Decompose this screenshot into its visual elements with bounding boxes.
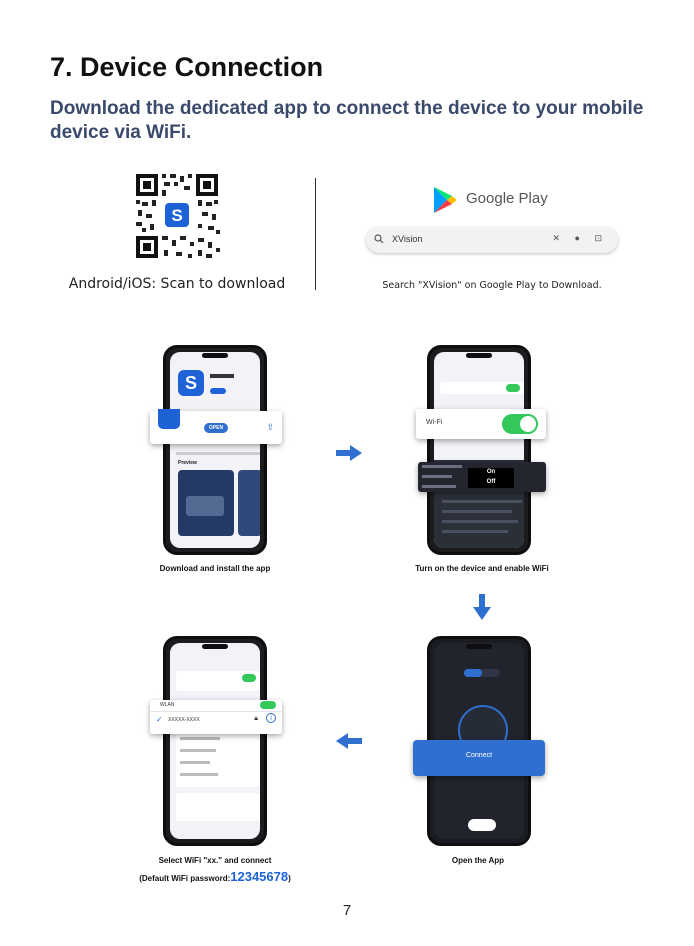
password-line: (Default WiFi password:12345678) <box>120 869 310 884</box>
step-label-select-wifi: Select WiFi "xx." and connect (Default W… <box>120 856 310 884</box>
wifi-label: Wi-Fi <box>426 419 443 426</box>
app-icon: S <box>178 370 204 396</box>
svg-text:S: S <box>171 206 182 225</box>
page-number: 7 <box>342 902 352 919</box>
app-icon-letter: S <box>184 373 197 393</box>
phone-screen <box>434 352 524 548</box>
wifi-select-popup: WLAN ✓ XXXXX-XXXX 🔒︎ i <box>150 700 282 734</box>
open-button[interactable]: OPEN <box>204 423 228 433</box>
capture-button[interactable] <box>468 819 496 831</box>
qr-code: S <box>132 170 222 262</box>
settings-group <box>176 793 260 821</box>
phone-wifi-list <box>163 636 267 846</box>
network-list <box>176 731 260 787</box>
arrow-down-icon <box>473 594 491 620</box>
menu-off-option[interactable]: Off <box>486 479 496 485</box>
preview-screenshot <box>178 470 234 536</box>
wlan-toggle[interactable] <box>506 384 520 392</box>
checkmark-icon: ✓ <box>156 715 163 724</box>
phone-notch <box>202 644 228 649</box>
on-off-selector[interactable]: On Off <box>468 468 514 488</box>
preview-label: Preview <box>178 460 197 466</box>
wlan-title: WLAN <box>160 702 175 708</box>
store-search-input[interactable]: XVision ✕ ● ⊡ <box>366 227 618 253</box>
phone-app-store: S Preview <box>163 345 267 555</box>
qr-code-icon: S <box>132 170 222 262</box>
arrow-right-icon <box>336 445 362 461</box>
divider-line <box>176 452 260 455</box>
wlan-row <box>440 382 524 394</box>
app-open-popup: OPEN ⇧ <box>150 409 282 444</box>
search-query: XVision <box>392 234 423 244</box>
select-wifi-line: Select WiFi "xx." and connect <box>158 856 272 865</box>
app-icon <box>158 409 180 429</box>
mode-tabs[interactable] <box>464 669 500 677</box>
default-password: 12345678 <box>230 869 289 884</box>
phone-screen: S Preview <box>170 352 260 548</box>
wifi-toggle[interactable] <box>502 414 538 434</box>
lock-icon: 🔒︎ <box>254 715 258 722</box>
app-name-line <box>210 374 234 378</box>
menu-on-option[interactable]: On <box>486 469 496 475</box>
column-divider <box>315 178 316 290</box>
store-caption: Search "XVision" on Google Play to Downl… <box>382 280 602 291</box>
phone-device-settings <box>427 345 531 555</box>
share-icon[interactable]: ⇧ <box>266 422 274 432</box>
password-suffix: ) <box>288 874 291 883</box>
search-actions-icon[interactable]: ✕ ● ⊡ <box>552 233 608 243</box>
wlan-row <box>176 671 260 691</box>
page-subtitle: Download the dedicated app to connect th… <box>50 98 644 143</box>
arrow-left-icon <box>336 733 362 749</box>
google-play-icon <box>434 187 457 213</box>
step-label-open-app: Open the App <box>451 856 505 865</box>
store-name: Google Play <box>466 190 548 207</box>
wifi-toggle-popup: Wi-Fi <box>416 409 546 439</box>
step-label-enable-wifi: Turn on the device and enable WiFi <box>415 564 549 573</box>
connect-button[interactable]: Connect <box>465 752 493 759</box>
wlan-toggle[interactable] <box>260 701 276 709</box>
qr-caption: Android/iOS: Scan to download <box>68 276 286 292</box>
device-wifi-menu: On Off <box>418 462 546 492</box>
connect-popup: Connect <box>413 740 545 776</box>
phone-notch <box>466 644 492 649</box>
password-prefix: (Default WiFi password: <box>139 874 231 883</box>
phone-notch <box>466 353 492 358</box>
page-title: 7. Device Connection <box>50 52 324 82</box>
search-icon <box>374 234 384 244</box>
wifi-ssid[interactable]: XXXXX-XXXX <box>168 717 200 723</box>
phone-screen <box>170 643 260 839</box>
get-button[interactable] <box>210 388 226 394</box>
phone-notch <box>202 353 228 358</box>
preview-screenshot <box>238 470 260 536</box>
wlan-toggle[interactable] <box>242 674 256 682</box>
info-icon[interactable]: i <box>266 713 276 723</box>
step-label-download: Download and install the app <box>159 564 271 573</box>
